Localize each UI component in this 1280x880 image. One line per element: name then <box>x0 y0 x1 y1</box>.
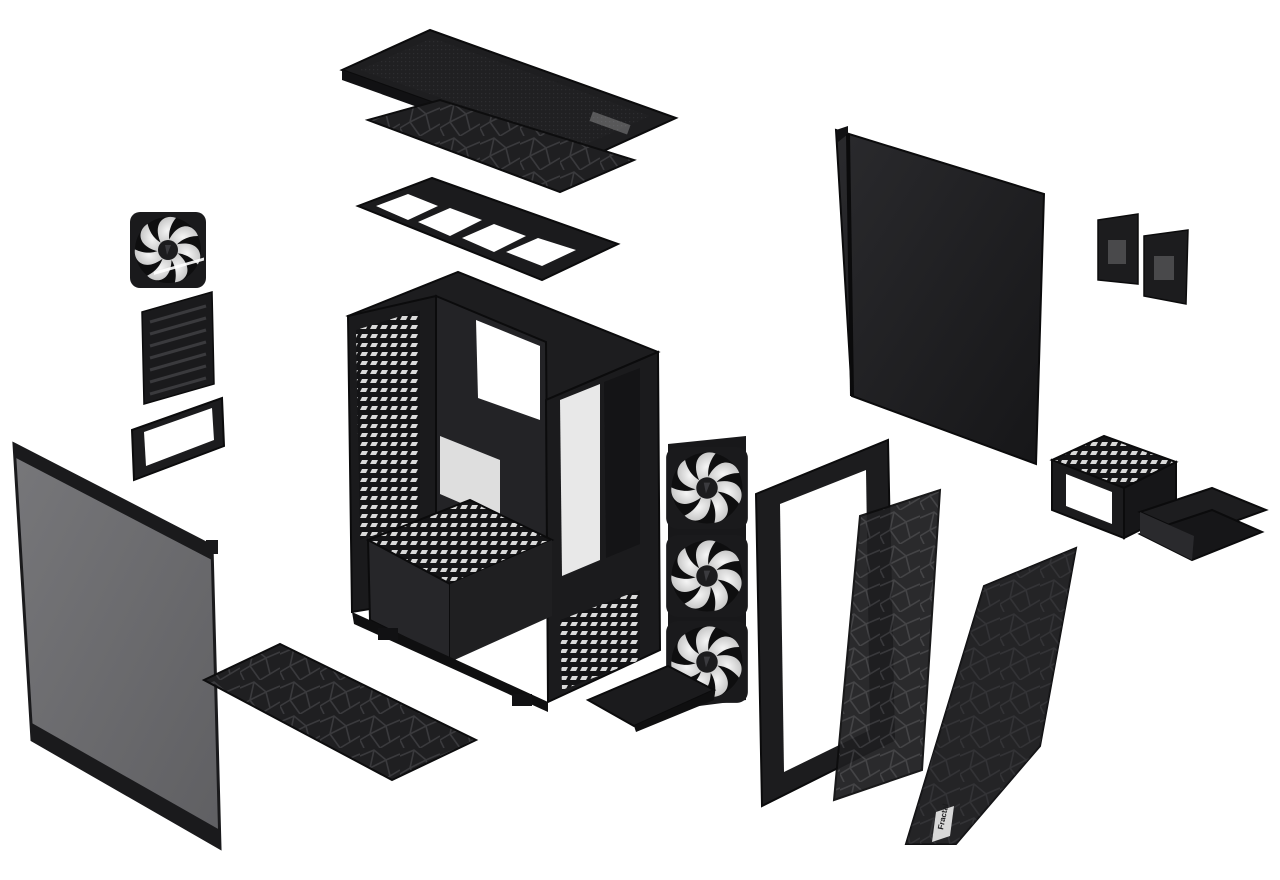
fan-icon <box>666 446 748 529</box>
fan-icon <box>666 534 748 617</box>
ssd-brackets[interactable] <box>1097 213 1189 305</box>
fan-icon <box>130 211 206 288</box>
drive-trays[interactable] <box>1137 486 1269 562</box>
pci-slot-covers[interactable] <box>141 257 215 405</box>
fan-stand[interactable] <box>585 664 717 732</box>
front-mesh-panel[interactable]: Fractal <box>904 546 1078 845</box>
top-fan-bracket[interactable] <box>355 176 621 282</box>
chassis-frame[interactable] <box>345 270 662 712</box>
front-fans[interactable] <box>666 436 748 710</box>
glass-side-panel[interactable] <box>12 441 222 851</box>
rear-fan[interactable] <box>130 211 206 288</box>
bottom-dust-filter[interactable] <box>201 642 479 782</box>
top-dust-filter[interactable] <box>364 98 637 194</box>
front-filter[interactable] <box>832 488 942 802</box>
steel-side-panel[interactable] <box>834 126 1046 466</box>
psu-bracket[interactable] <box>130 396 226 482</box>
hdd-cage[interactable] <box>1049 434 1179 540</box>
